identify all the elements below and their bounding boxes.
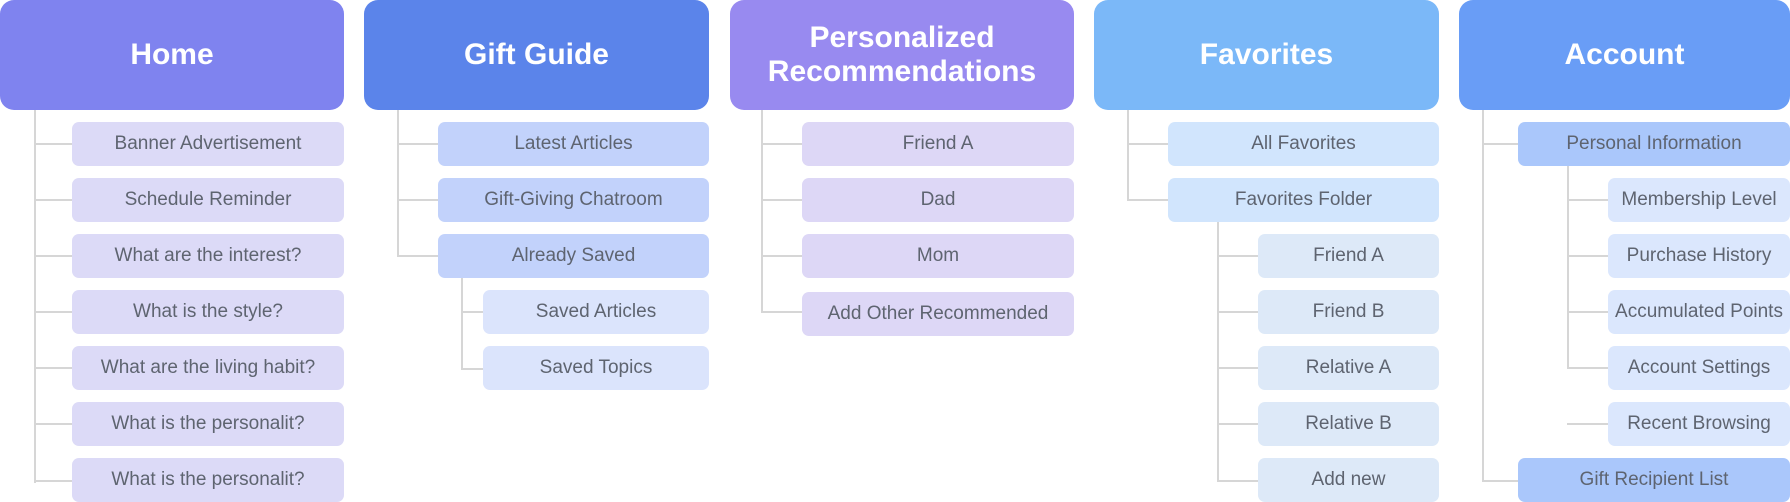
home-item-interest[interactable]: What are the interest? — [72, 234, 344, 278]
recommendations-connector — [761, 199, 802, 201]
recommendations-item-mom[interactable]: Mom — [802, 234, 1074, 278]
favorites-sub-item-friend-b[interactable]: Friend B — [1258, 290, 1439, 334]
home-item-schedule-reminder[interactable]: Schedule Reminder — [72, 178, 344, 222]
gift-guide-connector — [397, 255, 438, 257]
account-sub-item-purchase-history[interactable]: Purchase History — [1608, 234, 1790, 278]
gift-guide-column: Gift Guide Latest Articles Gift-Giving C… — [364, 0, 710, 502]
account-header: Account — [1459, 0, 1790, 110]
favorites-connector-trunk — [1127, 110, 1129, 201]
favorites-folder-connector — [1217, 423, 1258, 425]
favorites-item-favorites-folder[interactable]: Favorites Folder — [1168, 178, 1439, 222]
favorites-header: Favorites — [1094, 0, 1439, 110]
personal-info-connector — [1567, 255, 1608, 257]
personal-info-connector — [1567, 311, 1608, 313]
home-column: Home Banner Advertisement Schedule Remin… — [0, 0, 345, 502]
home-header: Home — [0, 0, 344, 110]
favorites-sub-item-friend-a[interactable]: Friend A — [1258, 234, 1439, 278]
favorites-sub-item-relative-b[interactable]: Relative B — [1258, 402, 1439, 446]
recommendations-header: Personalized Recommendations — [730, 0, 1074, 110]
already-saved-connector — [461, 368, 483, 370]
gift-guide-connector-trunk — [397, 110, 399, 257]
recommendations-item-friend-a[interactable]: Friend A — [802, 122, 1074, 166]
gift-guide-item-already-saved[interactable]: Already Saved — [438, 234, 709, 278]
home-connector — [34, 367, 72, 369]
account-sub-item-account-settings[interactable]: Account Settings — [1608, 346, 1790, 390]
gift-guide-sub-item-saved-articles[interactable]: Saved Articles — [483, 290, 709, 334]
favorites-folder-connector — [1217, 311, 1258, 313]
favorites-folder-connector — [1217, 480, 1258, 482]
home-connector — [34, 199, 72, 201]
favorites-folder-connector — [1217, 367, 1258, 369]
favorites-item-all-favorites[interactable]: All Favorites — [1168, 122, 1439, 166]
gift-guide-item-latest-articles[interactable]: Latest Articles — [438, 122, 709, 166]
personal-info-connector — [1567, 423, 1608, 425]
favorites-folder-connector — [1217, 255, 1258, 257]
already-saved-connector-trunk — [461, 278, 463, 370]
favorites-connector — [1127, 199, 1168, 201]
personal-info-connector — [1567, 199, 1608, 201]
already-saved-connector — [461, 311, 483, 313]
home-item-living-habit[interactable]: What are the living habit? — [72, 346, 344, 390]
home-connector-trunk — [34, 110, 36, 483]
recommendations-connector — [761, 255, 802, 257]
account-item-personal-information[interactable]: Personal Information — [1518, 122, 1790, 166]
account-sub-item-recent-browsing[interactable]: Recent Browsing — [1608, 402, 1790, 446]
recommendations-column: Personalized Recommendations Friend A Da… — [730, 0, 1075, 502]
favorites-sub-item-relative-a[interactable]: Relative A — [1258, 346, 1439, 390]
home-item-personality[interactable]: What is the personalit? — [72, 402, 344, 446]
home-connector — [34, 423, 72, 425]
recommendations-item-add-other[interactable]: Add Other Recommended — [802, 292, 1074, 336]
recommendations-item-dad[interactable]: Dad — [802, 178, 1074, 222]
home-connector — [34, 480, 72, 482]
favorites-connector — [1127, 143, 1168, 145]
account-sub-item-membership-level[interactable]: Membership Level — [1608, 178, 1790, 222]
favorites-column: Favorites All Favorites Favorites Folder… — [1094, 0, 1440, 502]
account-connector-trunk — [1482, 110, 1484, 482]
favorites-folder-connector-trunk — [1217, 222, 1219, 482]
gift-guide-connector — [397, 143, 438, 145]
gift-guide-header: Gift Guide — [364, 0, 709, 110]
account-connector — [1482, 143, 1518, 145]
recommendations-connector — [761, 311, 802, 313]
home-item-banner-advertisement[interactable]: Banner Advertisement — [72, 122, 344, 166]
gift-guide-sub-item-saved-topics[interactable]: Saved Topics — [483, 346, 709, 390]
home-connector — [34, 255, 72, 257]
home-connector — [34, 143, 72, 145]
home-item-style[interactable]: What is the style? — [72, 290, 344, 334]
home-connector — [34, 311, 72, 313]
personal-info-connector-trunk — [1567, 166, 1569, 369]
recommendations-connector — [761, 143, 802, 145]
gift-guide-item-chatroom[interactable]: Gift-Giving Chatroom — [438, 178, 709, 222]
account-column: Account Personal Information Membership … — [1459, 0, 1790, 502]
home-item-personality-2[interactable]: What is the personalit? — [72, 458, 344, 502]
recommendations-connector-trunk — [761, 110, 763, 313]
personal-info-connector — [1567, 367, 1608, 369]
account-item-gift-recipient-list[interactable]: Gift Recipient List — [1518, 458, 1790, 502]
gift-guide-connector — [397, 199, 438, 201]
account-sub-item-accumulated-points[interactable]: Accumulated Points — [1608, 290, 1790, 334]
account-connector — [1482, 480, 1518, 482]
favorites-sub-item-add-new[interactable]: Add new — [1258, 458, 1439, 502]
